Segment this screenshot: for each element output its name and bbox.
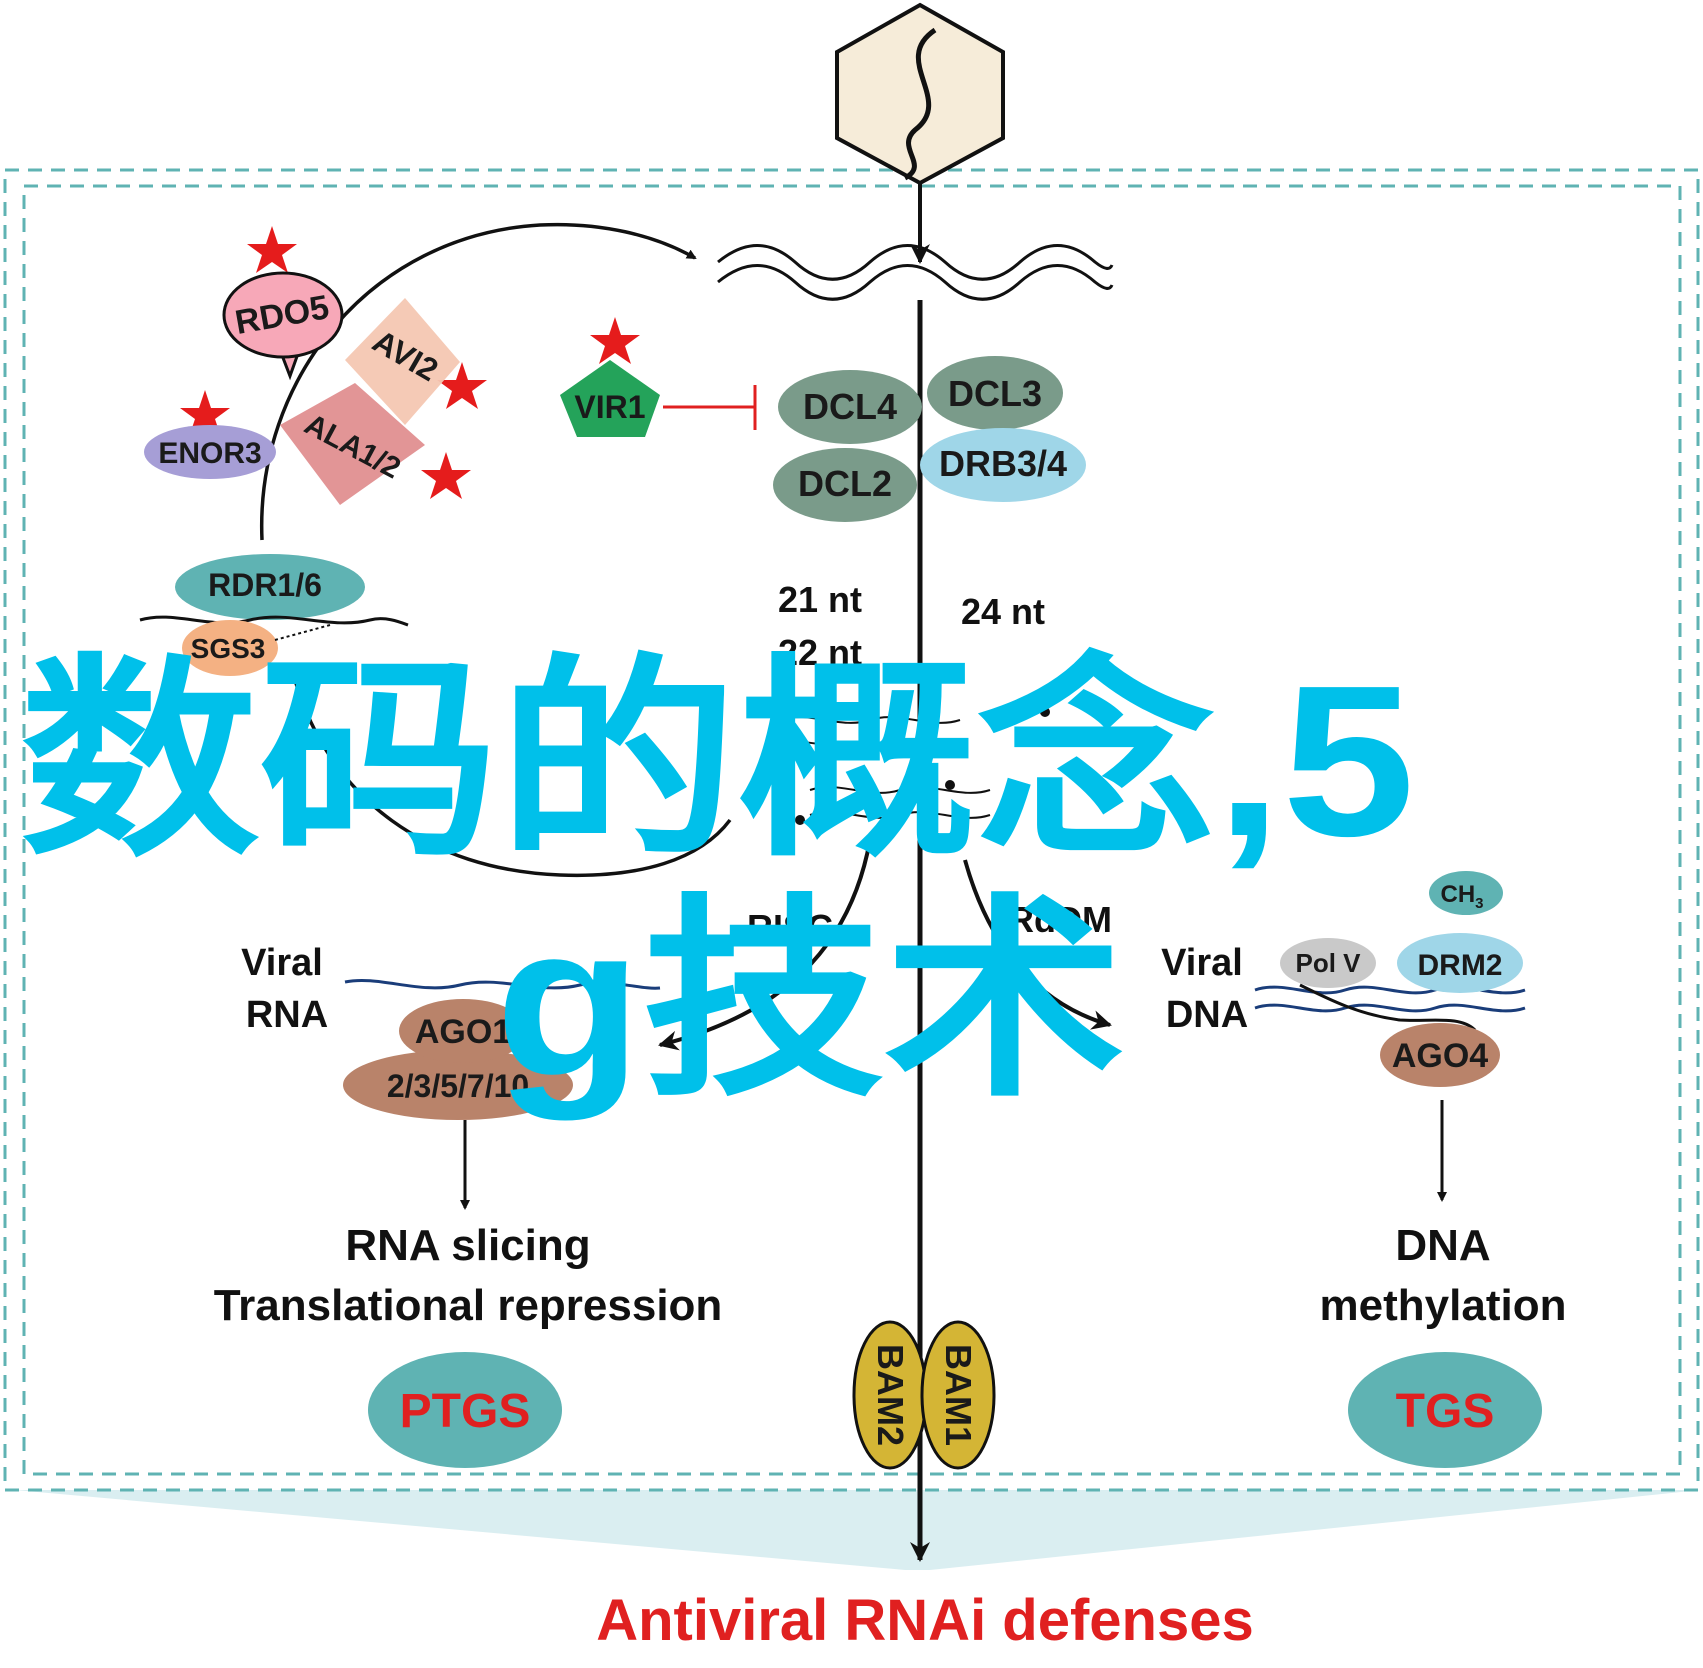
nt24-label: 24 nt [961, 591, 1045, 632]
viral-dna-strands [1254, 985, 1526, 1013]
ago1-ellipse [399, 999, 527, 1063]
risc-arrow [658, 839, 872, 1051]
drm2-ellipse [1397, 933, 1523, 993]
risc-label: RISC [747, 907, 833, 948]
vir1-shape: VIR1 [560, 360, 757, 437]
bam2-label: BAM2 [870, 1344, 911, 1446]
dcl2-label: DCL2 [798, 463, 892, 504]
rddm-arrow [963, 859, 1112, 1030]
rna-slicing-label: RNA slicing [345, 1221, 590, 1270]
dna-label: DNA [1395, 1221, 1490, 1270]
rdr-cycle-arc [260, 222, 697, 541]
star-icons [180, 226, 640, 499]
ago4-ellipse [1380, 1023, 1500, 1087]
inner-dashed-frame [22, 184, 1682, 1476]
star-icon [437, 362, 487, 409]
ago-group-label: 2/3/5/7/10 [387, 1068, 529, 1104]
pol-v-transcript [1299, 983, 1477, 1032]
dcl3-label: DCL3 [948, 373, 1042, 414]
rdr16-label: RDR1/6 [208, 567, 322, 603]
rdo5-bubble: RDO5 [222, 271, 344, 381]
viral-rna-label-1: Viral [241, 942, 323, 984]
overlay-line-1: 数码的概念,5 [20, 640, 1415, 881]
nt22-label: 22 nt [778, 632, 862, 673]
avi2-shape: AVI2 [345, 298, 460, 425]
dcl4-ellipse [778, 370, 922, 444]
funnel-panel [15, 1490, 1700, 1570]
dsrna-wavy-lines [717, 244, 1114, 301]
star-icon [180, 390, 230, 437]
pol-v-ellipse [1280, 938, 1376, 988]
drm2-label: DRM2 [1417, 949, 1502, 982]
bam1-label: BAM1 [938, 1344, 979, 1446]
rdr16-complex: RDR1/6 SGS3 [139, 554, 409, 676]
ch3-label: CH3 [1440, 881, 1483, 912]
dcl4-label: DCL4 [803, 386, 897, 427]
nt21-label: 21 nt [778, 579, 862, 620]
ago4-label: AGO4 [1392, 1037, 1488, 1075]
methylation-label: methylation [1320, 1281, 1567, 1330]
enor3-ellipse: ENOR3 [144, 425, 276, 479]
tgs-badge [1348, 1352, 1542, 1468]
drb34-label: DRB3/4 [939, 443, 1067, 484]
viral-dna-label-2: DNA [1166, 994, 1248, 1036]
ago-group-ellipse [343, 1050, 573, 1120]
ptgs-badge [368, 1352, 562, 1468]
rddm-label: RdDM [1008, 899, 1112, 940]
overlay-line-2: g技术 [495, 880, 1125, 1121]
outer-dashed-frame [3, 168, 1700, 1492]
sgs3-label: SGS3 [191, 633, 266, 664]
virus-hexagon-icon [835, 2, 1005, 186]
tgs-label: TGS [1396, 1385, 1495, 1438]
bam-proteins: BAM2 BAM1 [852, 1320, 996, 1470]
ala12-shape: ALA1/2 [280, 383, 425, 505]
star-icon [421, 452, 471, 499]
viral-rna-strand [344, 978, 661, 990]
star-icon [590, 317, 640, 364]
ago1-label: AGO1 [415, 1013, 511, 1051]
small-rna-duplexes [779, 707, 1050, 825]
ch3-ellipse [1429, 871, 1503, 915]
translational-repression-label: Translational repression [214, 1281, 723, 1330]
star-icon [247, 226, 297, 273]
dcl2-ellipse [773, 448, 917, 522]
ptgs-label: PTGS [400, 1385, 531, 1438]
bam1-ellipse [920, 1320, 996, 1470]
dcl-complexes: DCL4 DCL2 DCL3 DRB3/4 [773, 356, 1086, 522]
drb34-ellipse [920, 428, 1086, 502]
vir1-label: VIR1 [574, 389, 645, 425]
bottom-title: Antiviral RNAi defenses [596, 1588, 1254, 1653]
viral-dna-label-1: Viral [1161, 942, 1243, 984]
pol-v-label: Pol V [1295, 948, 1361, 978]
viral-rna-label-2: RNA [246, 994, 328, 1036]
enor3-label: ENOR3 [158, 437, 261, 470]
dcl3-ellipse [927, 356, 1063, 430]
rdr-cycle-lower-arc [293, 679, 732, 878]
